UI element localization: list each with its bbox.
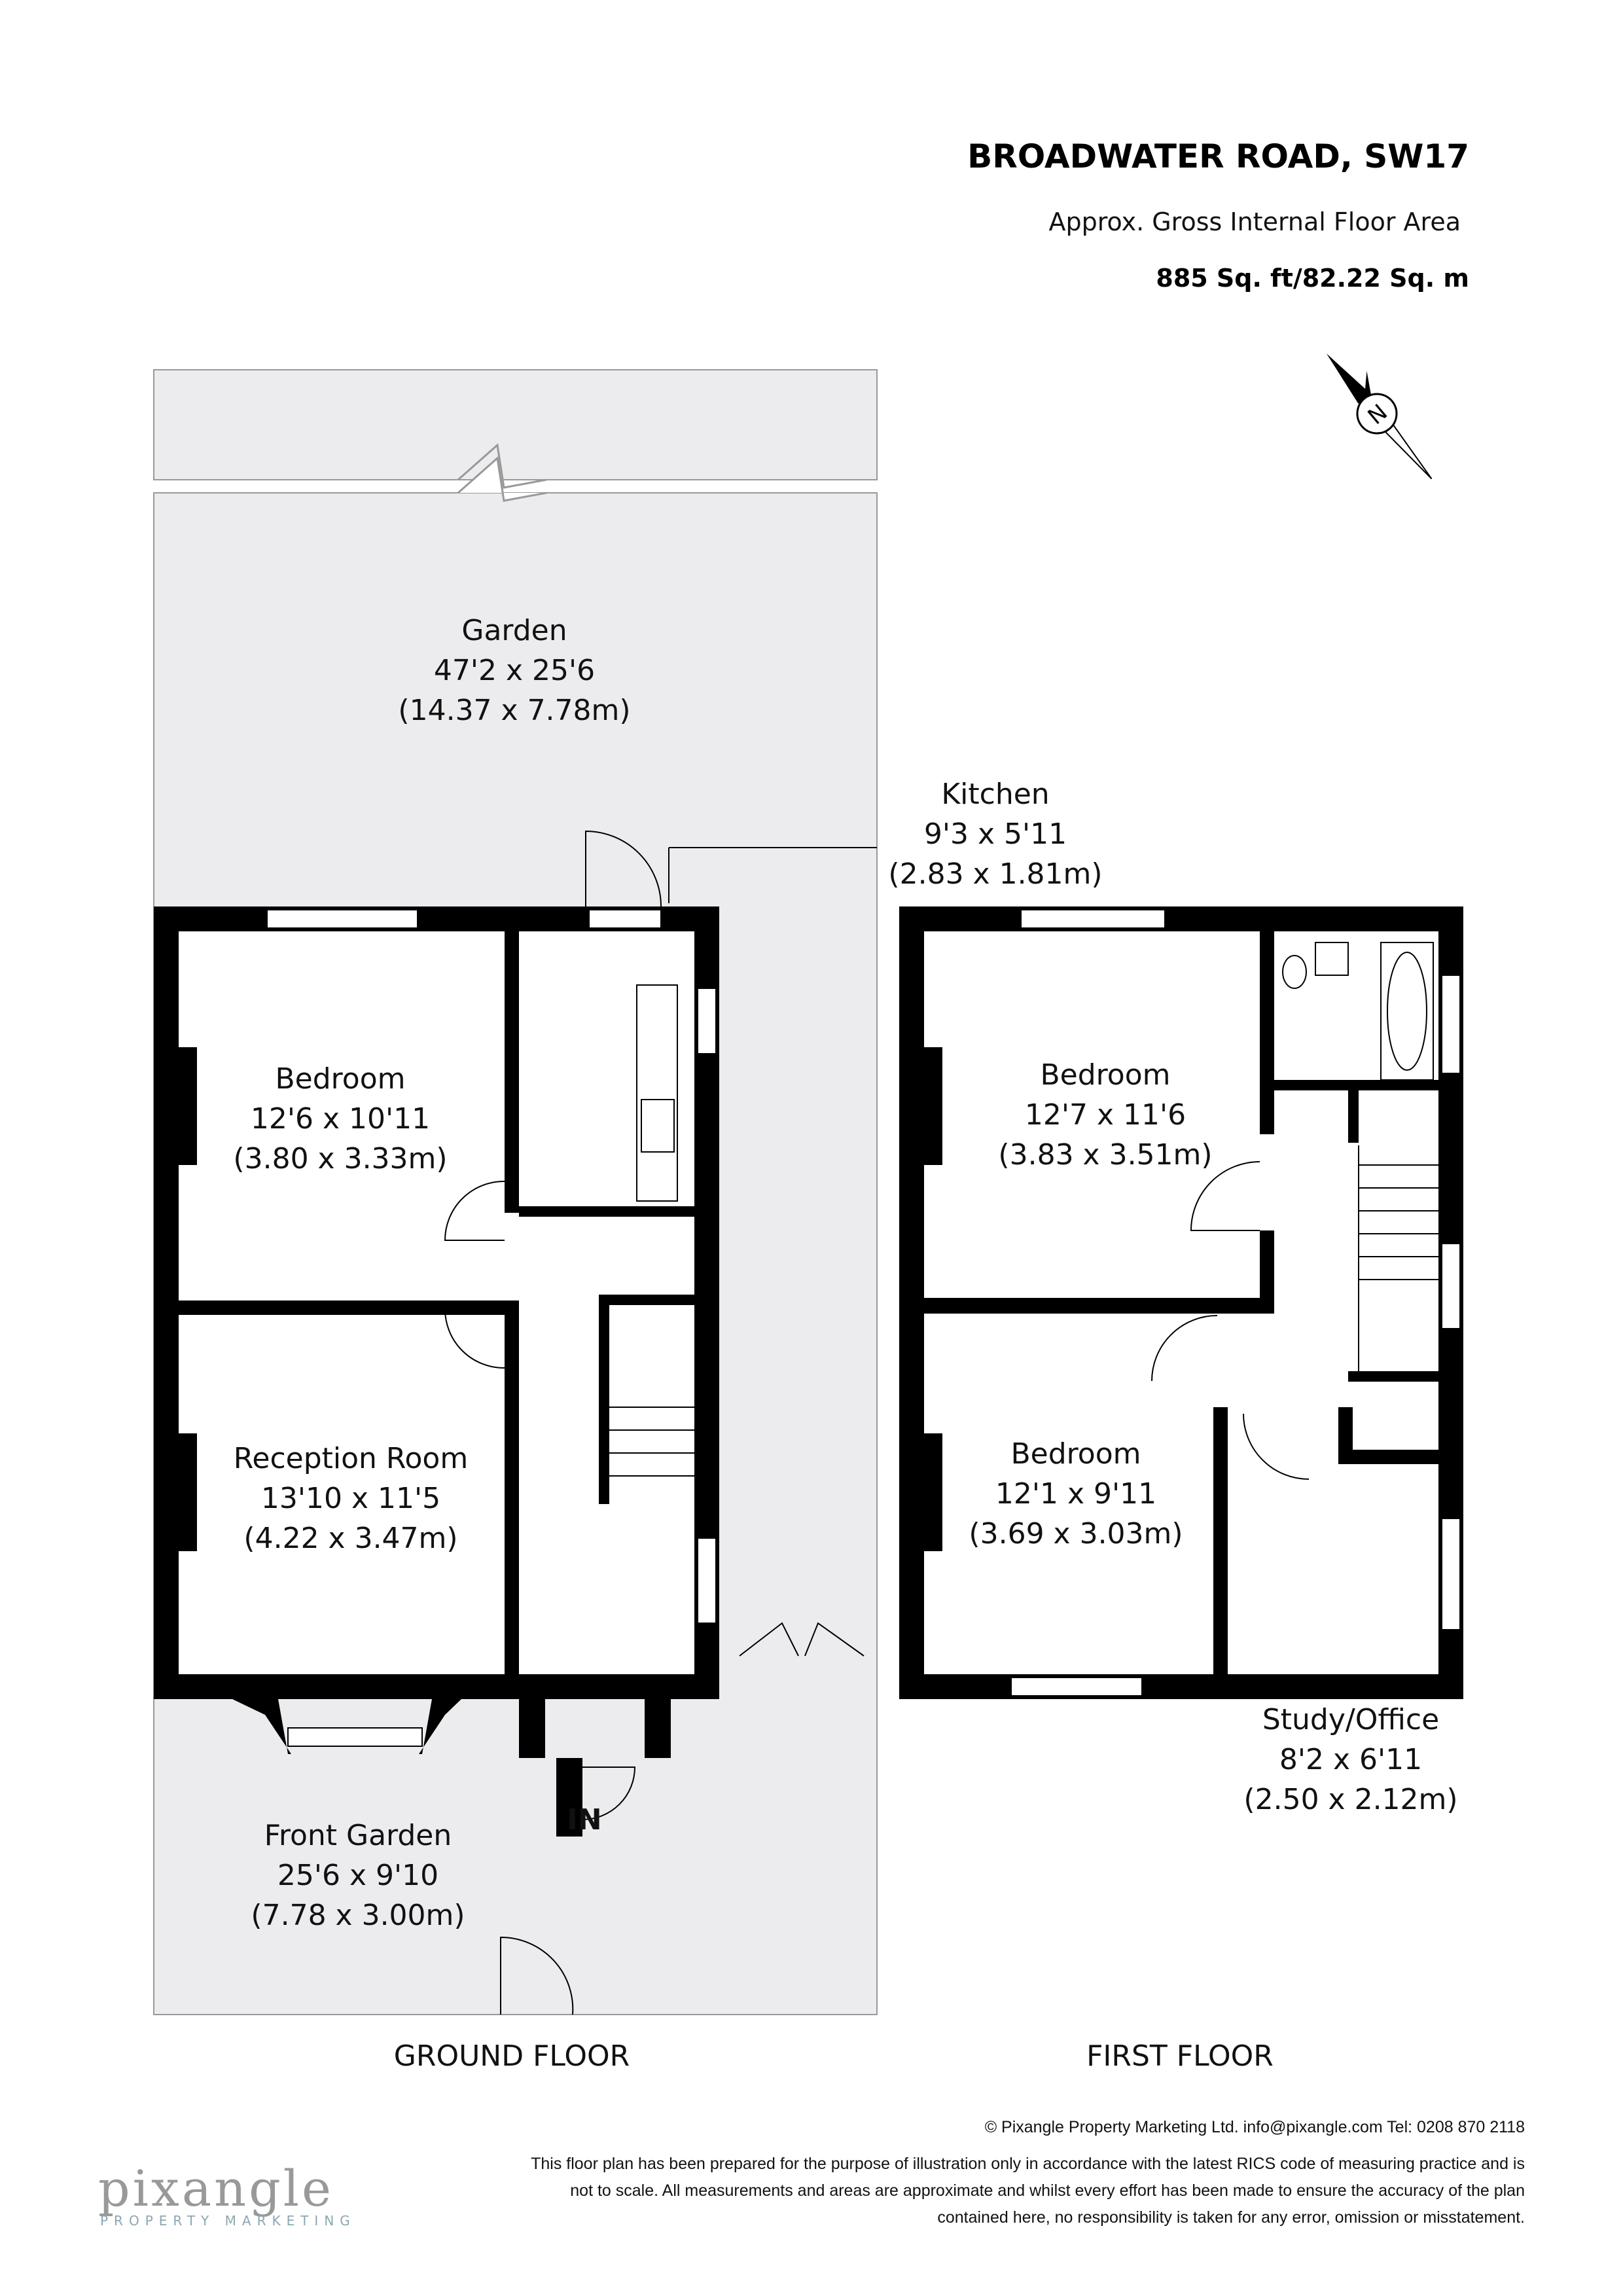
- svg-text:Study/Office: Study/Office: [1262, 1703, 1439, 1736]
- room-label-first-bedroom-1: Bedroom 12'7 x 11'6 (3.83 x 3.51m): [998, 1058, 1212, 1172]
- svg-text:(7.78 x 3.00m): (7.78 x 3.00m): [251, 1899, 465, 1932]
- svg-text:(2.50 x 2.12m): (2.50 x 2.12m): [1243, 1783, 1457, 1816]
- disclaimer-line-3: contained here, no responsibility is tak…: [937, 2208, 1525, 2227]
- ground-floor-plan: IN: [154, 830, 719, 1837]
- svg-text:PROPERTY MARKETING: PROPERTY MARKETING: [100, 2213, 356, 2229]
- svg-text:8'2 x 6'11: 8'2 x 6'11: [1279, 1743, 1422, 1776]
- first-floor-plan: [899, 906, 1463, 1699]
- first-floor-label: FIRST FLOOR: [1086, 2039, 1274, 2073]
- room-label-ground-bedroom: Bedroom 12'6 x 10'11 (3.80 x 3.33m): [233, 1062, 447, 1175]
- svg-text:12'6 x 10'11: 12'6 x 10'11: [251, 1102, 430, 1136]
- svg-text:Front Garden: Front Garden: [264, 1819, 452, 1852]
- garden-far-strip: [153, 369, 878, 480]
- svg-text:(3.69 x 3.03m): (3.69 x 3.03m): [969, 1517, 1183, 1551]
- svg-text:Kitchen: Kitchen: [941, 778, 1049, 811]
- svg-text:25'6 x 9'10: 25'6 x 9'10: [277, 1859, 438, 1892]
- area-caption: Approx. Gross Internal Floor Area: [1048, 207, 1461, 236]
- svg-text:(3.83 x 3.51m): (3.83 x 3.51m): [998, 1138, 1212, 1172]
- copyright: © Pixangle Property Marketing Ltd. info@…: [985, 2118, 1525, 2136]
- svg-text:Bedroom: Bedroom: [1010, 1437, 1141, 1471]
- room-label-study-office: Study/Office 8'2 x 6'11 (2.50 x 2.12m): [1243, 1703, 1457, 1816]
- svg-text:9'3 x 5'11: 9'3 x 5'11: [924, 817, 1067, 851]
- pixangle-logo: pixangle PROPERTY MARKETING: [98, 2159, 356, 2229]
- room-label-front-garden: Front Garden 25'6 x 9'10 (7.78 x 3.00m): [251, 1819, 465, 1932]
- room-label-kitchen: Kitchen 9'3 x 5'11 (2.83 x 1.81m): [888, 778, 1102, 891]
- north-arrow-icon: N: [1326, 353, 1433, 480]
- svg-text:(14.37 x 7.78m): (14.37 x 7.78m): [398, 694, 630, 727]
- room-label-reception-room: Reception Room 13'10 x 11'5 (4.22 x 3.47…: [234, 1442, 468, 1555]
- svg-text:12'7 x 11'6: 12'7 x 11'6: [1025, 1098, 1186, 1132]
- svg-text:Bedroom: Bedroom: [275, 1062, 405, 1096]
- disclaimer-line-2: not to scale. All measurements and areas…: [570, 2181, 1525, 2200]
- room-label-garden: Garden 47'2 x 25'6 (14.37 x 7.78m): [398, 614, 630, 727]
- svg-text:Reception Room: Reception Room: [234, 1442, 468, 1475]
- svg-text:(3.80 x 3.33m): (3.80 x 3.33m): [233, 1142, 447, 1175]
- svg-text:13'10 x 11'5: 13'10 x 11'5: [261, 1482, 440, 1515]
- svg-text:(4.22 x 3.47m): (4.22 x 3.47m): [243, 1522, 457, 1555]
- entrance-label: IN: [567, 1803, 601, 1837]
- svg-text:(2.83 x 1.81m): (2.83 x 1.81m): [888, 857, 1102, 891]
- property-title: BROADWATER ROAD, SW17: [967, 137, 1469, 175]
- svg-text:Garden: Garden: [461, 614, 567, 647]
- svg-text:47'2 x 25'6: 47'2 x 25'6: [434, 654, 595, 687]
- svg-text:12'1 x 9'11: 12'1 x 9'11: [995, 1477, 1156, 1511]
- disclaimer-line-1: This floor plan has been prepared for th…: [531, 2155, 1525, 2173]
- ground-floor-label: GROUND FLOOR: [394, 2039, 630, 2073]
- svg-text:Bedroom: Bedroom: [1040, 1058, 1170, 1092]
- svg-text:pixangle: pixangle: [98, 2159, 334, 2217]
- floor-area: 885 Sq. ft/82.22 Sq. m: [1156, 264, 1469, 293]
- room-label-first-bedroom-2: Bedroom 12'1 x 9'11 (3.69 x 3.03m): [969, 1437, 1183, 1551]
